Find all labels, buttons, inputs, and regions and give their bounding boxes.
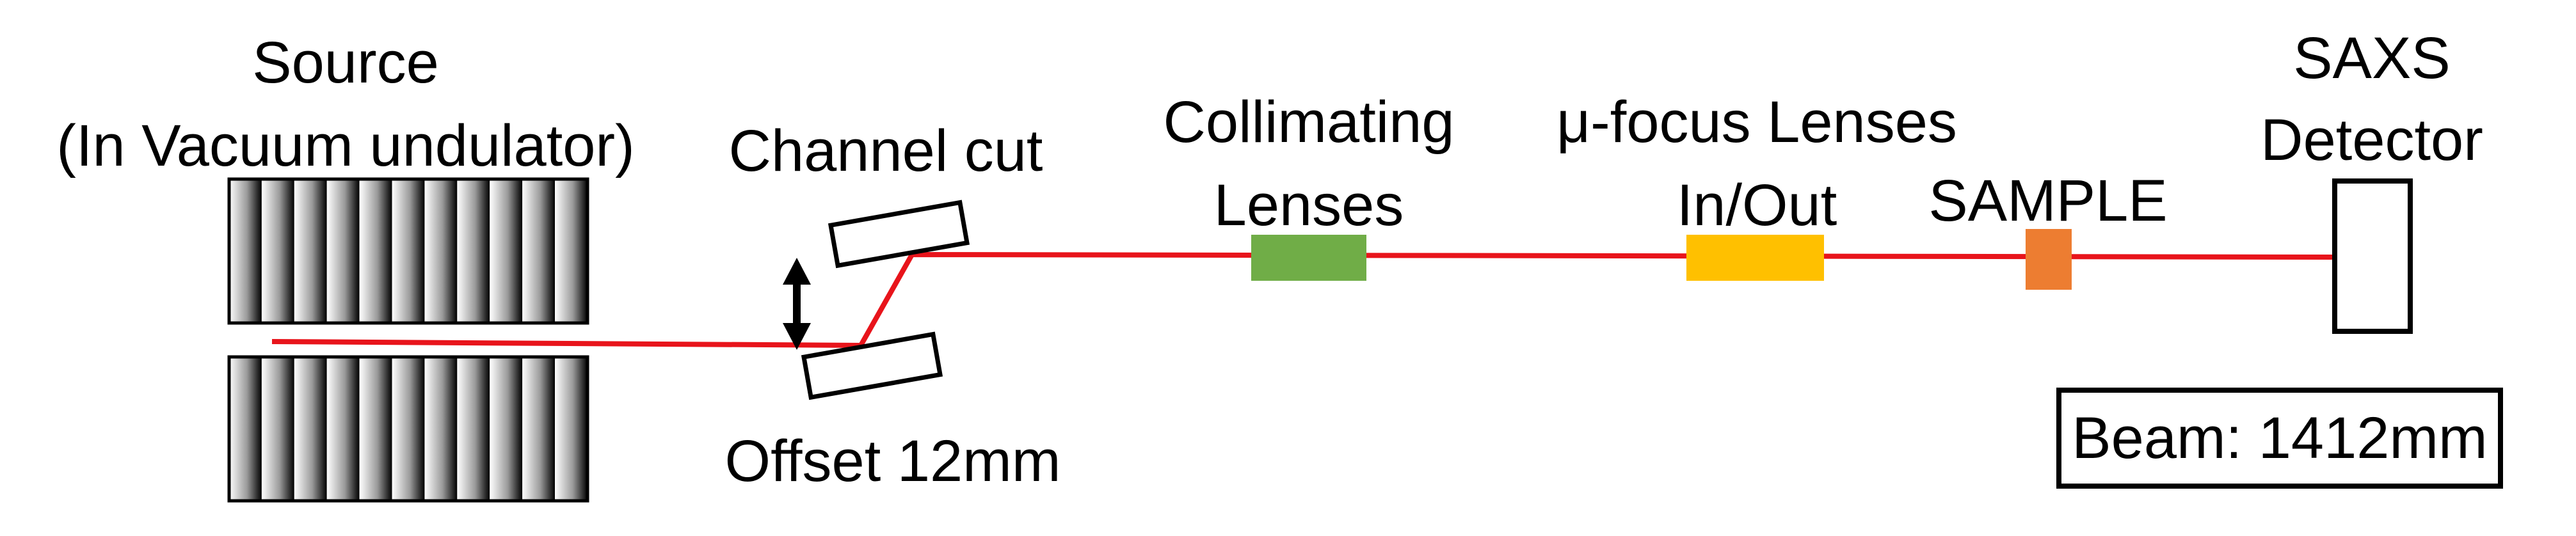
- mu-focus-label-line2: In/Out: [1676, 173, 1837, 238]
- undulator-magnet-period: [555, 357, 588, 501]
- undulator-magnet-period: [229, 357, 262, 501]
- undulator-magnet-period: [294, 357, 327, 501]
- undulator-magnet-period: [392, 179, 425, 323]
- collimating-lenses-label: Collimating Lenses: [1163, 93, 1454, 235]
- collimating-label-line1: Collimating: [1163, 90, 1455, 155]
- undulator-magnet-period: [457, 357, 490, 501]
- undulator-magnet-period: [294, 179, 327, 323]
- beam-length-label: Beam: 1412mm: [2072, 406, 2488, 471]
- channel-cut-lower-crystal: [801, 331, 943, 400]
- channel-cut-upper-crystal: [828, 200, 970, 269]
- undulator-magnet-period: [490, 357, 523, 501]
- undulator-magnet-period: [261, 179, 294, 323]
- mu-focus-lenses-label: μ-focus Lenses In/Out: [1556, 93, 1957, 235]
- undulator-magnet-period: [555, 179, 588, 323]
- undulator-magnet-period: [522, 179, 556, 323]
- undulator-magnet-period: [359, 179, 392, 323]
- undulator-lower-magnet-array: [227, 355, 589, 503]
- offset-double-arrow: [783, 258, 811, 350]
- sample-label: SAMPLE: [1928, 168, 2168, 233]
- undulator-magnet-period: [261, 357, 294, 501]
- undulator-magnet-period: [457, 179, 490, 323]
- beam-length-box: Beam: 1412mm: [2056, 388, 2503, 489]
- undulator-magnet-period: [424, 179, 458, 323]
- saxs-detector: [2332, 178, 2413, 334]
- undulator-magnet-period: [490, 179, 523, 323]
- undulator-magnet-period: [326, 357, 360, 501]
- undulator-upper-magnet-array: [227, 177, 589, 325]
- source-label-line1: Source: [252, 30, 439, 95]
- mu-focus-label-line1: μ-focus Lenses: [1556, 90, 1957, 155]
- undulator-magnet-period: [392, 357, 425, 501]
- undulator-magnet-period: [326, 179, 360, 323]
- undulator-magnet-period: [359, 357, 392, 501]
- saxs-detector-label: SAXS Detector: [2260, 29, 2483, 169]
- undulator-magnet-period: [229, 179, 262, 323]
- source-label: Source (In Vacuum undulator): [56, 33, 634, 175]
- channel-cut-label: Channel cut: [728, 118, 1043, 184]
- source-label-line2: (In Vacuum undulator): [56, 113, 635, 178]
- x-ray-beam-path: [271, 251, 2335, 349]
- collimating-label-line2: Lenses: [1213, 173, 1404, 238]
- sample-holder: [2026, 229, 2072, 290]
- detector-label-line2: Detector: [2260, 107, 2483, 173]
- undulator-frame: [227, 355, 589, 503]
- mu-focus-lens: [1686, 235, 1824, 281]
- detector-label-line1: SAXS: [2293, 26, 2451, 91]
- collimating-lens: [1251, 235, 1366, 281]
- undulator-frame: [227, 177, 589, 325]
- offset-label: Offset 12mm: [724, 429, 1061, 494]
- undulator-magnet-period: [522, 357, 556, 501]
- undulator-magnet-period: [424, 357, 458, 501]
